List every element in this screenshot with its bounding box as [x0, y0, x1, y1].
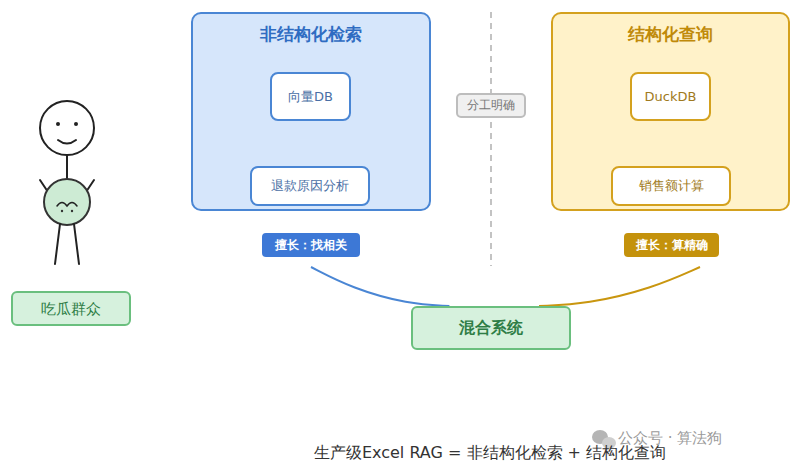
group-box: 非结构化检索向量DB 退款原因分析: [191, 12, 431, 211]
watermark-text: 公众号 · 算法狗: [618, 429, 722, 448]
group-title: 非结构化检索: [260, 24, 362, 44]
node-text: 销售额计算: [639, 178, 704, 194]
node-text: 混合系统: [459, 318, 523, 337]
group-box: 结构化查询 DuckDB 销售额计算: [551, 12, 790, 211]
process-box: 向量DB: [270, 72, 351, 121]
process-box: 销售额计算: [611, 166, 731, 206]
result-box: 混合系统: [411, 306, 571, 350]
process-box: DuckDB: [630, 72, 711, 121]
merge-curve: [311, 267, 449, 306]
group-title: 结构化查询: [628, 24, 713, 44]
process-box: 退款原因分析: [250, 166, 370, 206]
divider-line: [490, 12, 492, 266]
strength-tag: 擅长：算精确: [624, 233, 719, 257]
node-text: DuckDB: [645, 89, 697, 105]
note-box: 分工明确: [456, 93, 526, 118]
node-text: 擅长：找相关: [275, 238, 347, 252]
node-text: 吃瓜群众: [41, 300, 101, 318]
node-text: 退款原因分析: [271, 178, 349, 194]
merge-curve: [539, 267, 700, 306]
node-text: 分工明确: [467, 98, 515, 112]
role-label-box: 吃瓜群众: [11, 291, 131, 326]
stick-figure: [40, 101, 94, 264]
strength-tag: 擅长：找相关: [262, 233, 360, 257]
node-text: 擅长：算精确: [636, 238, 708, 252]
node-text: 向量DB: [288, 89, 333, 105]
